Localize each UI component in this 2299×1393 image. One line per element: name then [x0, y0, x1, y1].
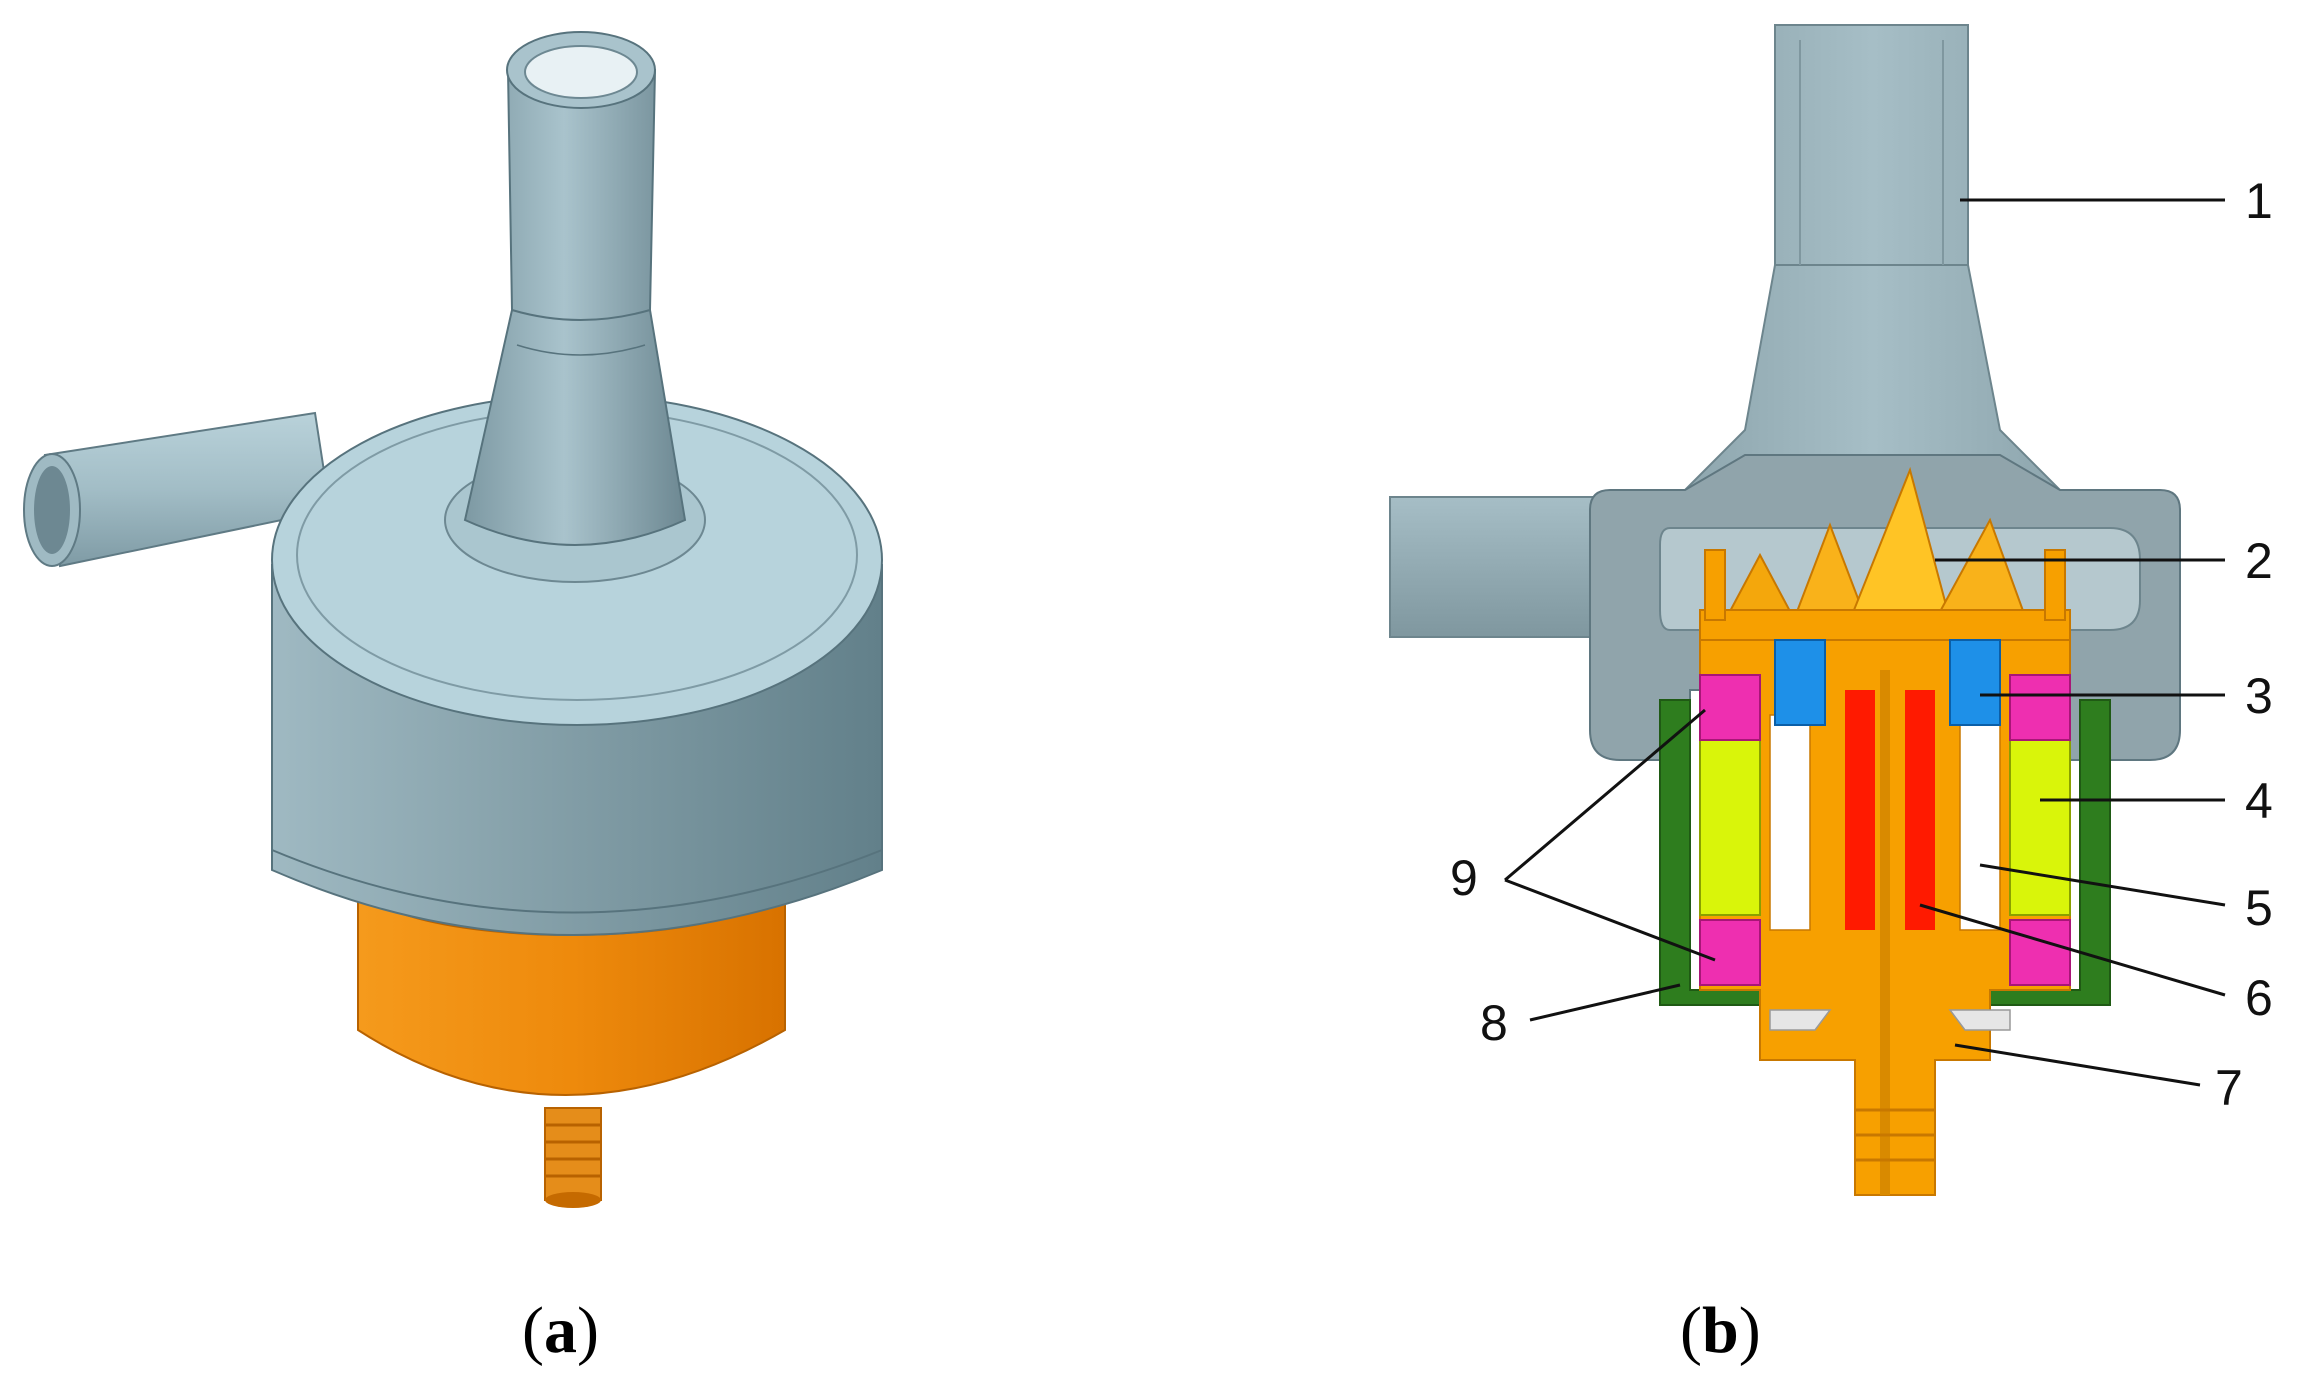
callout-3: 3: [2245, 668, 2273, 724]
threaded-stub: [544, 1107, 602, 1208]
side-outlet-pipe: [23, 411, 332, 568]
callout-4: 4: [2245, 773, 2273, 829]
rod-right: [1905, 690, 1935, 930]
callout-5: 5: [2245, 880, 2273, 936]
pole-bottom-right: [2009, 919, 2071, 986]
callout-6: 6: [2245, 970, 2273, 1026]
rod-left: [1845, 690, 1875, 930]
coil-left: [1699, 739, 1761, 916]
pole-top-right: [2009, 674, 2071, 741]
callout-7: 7: [2215, 1060, 2243, 1116]
vertical-inlet-pipe: [463, 31, 687, 546]
leader-lines: [1504, 198, 2226, 1087]
panel-b-pump-cross-section: 1 2 3 4 5 6 7 8 9: [1389, 24, 2273, 1196]
caption-a: (a): [522, 1294, 599, 1367]
callout-8: 8: [1480, 995, 1508, 1051]
section-inlet-pipe: [1682, 24, 2063, 491]
pole-top-left: [1699, 674, 1761, 741]
central-shaft: [1880, 670, 1890, 1195]
callout-1: 1: [2245, 173, 2273, 229]
callout-9: 9: [1450, 850, 1478, 906]
impeller: [1699, 466, 2071, 641]
magnet-left: [1774, 639, 1826, 726]
callout-2: 2: [2245, 533, 2273, 589]
caption-b: (b): [1680, 1294, 1761, 1367]
coil-right: [2009, 739, 2071, 916]
magnet-right: [1949, 639, 2001, 726]
pole-bottom-left: [1699, 919, 1761, 986]
panel-a-pump-3d-view: [23, 31, 883, 1208]
section-outlet-pipe: [1389, 496, 1616, 638]
